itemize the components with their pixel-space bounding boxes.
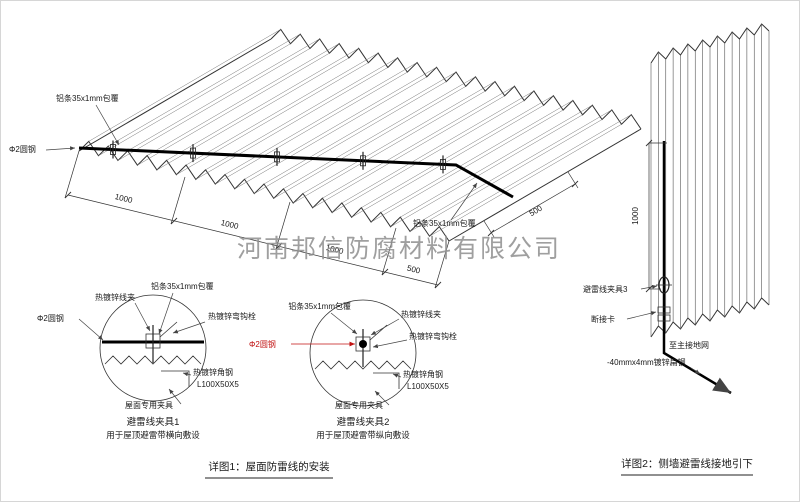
wall-disconnect-label: 断接卡 (591, 314, 615, 324)
roof-slope-dim-500: 500 (528, 203, 545, 218)
roof-dimension-chain: 1000 1000 1000 500 (64, 150, 450, 289)
d2-wire-clip-label: 热镀锌线夹 (401, 309, 441, 319)
detail-circle-2: 铝条35x1mm包覆 热镀锌线夹 热镀锌弯钩栓 Φ2圆钢 热镀锌角钢 L100X… (249, 299, 457, 440)
roof-wire-clamps (110, 140, 446, 174)
d1-roof-clamp-label: 屋面专用夹具 (125, 400, 173, 410)
d1-title: 避雷线夹具1 (127, 416, 180, 428)
wall-flat-steel-label: -40mmx4mm镀锌扁钢 (607, 357, 686, 367)
caption-detail1-group: 详图1：屋面防雷线的安装 (205, 460, 333, 479)
d2-round-steel-label: Φ2圆钢 (249, 339, 276, 349)
d2-angle-steel-spec: L100X50X5 (407, 382, 449, 391)
wall-dimension: 1000 (631, 139, 667, 293)
wall-ground-label: 至主接地网 (669, 340, 709, 350)
d2-subtitle: 用于屋顶避雷带纵向敷设 (316, 430, 410, 440)
wall-down-conductor (656, 141, 732, 395)
corrugated-roof-sheet (78, 28, 642, 242)
roof-lightning-wire (78, 146, 514, 199)
roof-dim-1000-c: 1000 (325, 243, 345, 256)
roof-slope-dimension: 500 (483, 171, 579, 238)
d2-roof-clamp-label: 屋面专用夹具 (335, 400, 383, 410)
d1-angle-steel-label: 热镀锌角钢 (193, 367, 233, 377)
corrugated-wall-panel (650, 23, 770, 338)
roof-round-steel-label: Φ2圆钢 (9, 144, 36, 154)
d2-angle-steel-label: 热镀锌角钢 (403, 369, 443, 379)
detail-circle-1: 热镀锌线夹 铝条35x1mm包覆 热镀锌弯钩栓 Φ2圆钢 热镀锌角钢 L100X… (37, 281, 256, 440)
watermark-text: 河南邦信防腐材料有限公司 (237, 235, 561, 263)
wall-clamp3-label: 避雷线夹具3 (583, 284, 628, 294)
d1-wire-clip-label: 热镀锌线夹 (95, 292, 135, 302)
d2-hook-bolt-label: 热镀锌弯钩栓 (409, 331, 457, 341)
d1-subtitle: 用于屋顶避雷带横向敷设 (106, 430, 200, 440)
roof-dim-1000-b: 1000 (220, 218, 240, 231)
d1-angle-steel-spec: L100X50X5 (197, 380, 239, 389)
d1-round-steel-label: Φ2圆钢 (37, 313, 64, 323)
d1-hook-bolt-label: 热镀锌弯钩栓 (208, 311, 256, 321)
d2-title: 避雷线夹具2 (337, 416, 390, 428)
caption-detail2: 详图2：侧墙避雷线接地引下 (621, 457, 753, 470)
roof-strip-label-top: 铝条35x1mm包覆 (56, 93, 119, 103)
wall-labels: 避雷线夹具3 断接卡 至主接地网 -40mmx4mm镀锌扁钢 (583, 284, 709, 375)
roof-labels: 铝条35x1mm包覆 Φ2圆钢 铝条35x1mm包覆 (9, 93, 478, 228)
roof-strip-label-right: 铝条35x1mm包覆 (413, 218, 476, 228)
wall-dim-label: 1000 (631, 207, 640, 225)
roof-dim-1000-a: 1000 (114, 192, 134, 205)
d1-strip-label: 铝条35x1mm包覆 (151, 281, 214, 291)
roof-dim-500: 500 (406, 264, 422, 276)
d2-strip-label: 铝条35x1mm包覆 (288, 301, 351, 311)
caption-detail1: 详图1：屋面防雷线的安装 (208, 460, 330, 473)
caption-detail2-group: 详图2：侧墙避雷线接地引下 (621, 457, 753, 476)
